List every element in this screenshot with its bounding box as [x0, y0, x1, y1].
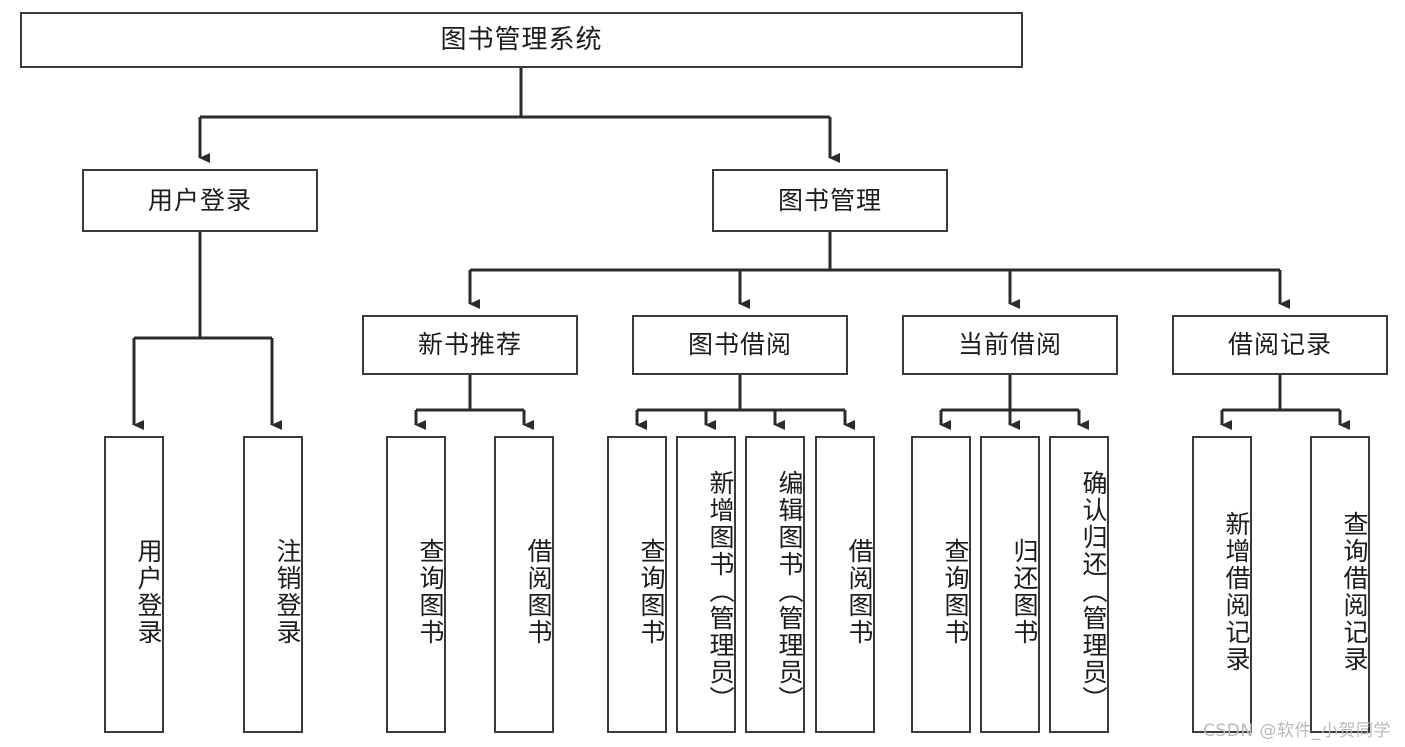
node-leaf-query-book-2[interactable]: 查询图书 [607, 436, 667, 733]
leaf-label: 编辑图书（管理员） [775, 470, 804, 713]
node-current-borrow[interactable]: 当前借阅 [902, 315, 1118, 375]
node-leaf-borrow-book-1[interactable]: 借阅图书 [494, 436, 554, 733]
node-leaf-query-record[interactable]: 查询借阅记录 [1310, 436, 1370, 733]
node-leaf-edit-book[interactable]: 编辑图书（管理员） [745, 436, 805, 733]
node-root-system[interactable]: 图书管理系统 [20, 12, 1023, 68]
node-leaf-user-login[interactable]: 用户登录 [104, 436, 164, 733]
node-new-book-recommend[interactable]: 新书推荐 [362, 315, 578, 375]
node-book-manage[interactable]: 图书管理 [712, 169, 948, 232]
leaf-label: 确认归还（管理员） [1079, 470, 1108, 713]
node-leaf-borrow-book-2[interactable]: 借阅图书 [815, 436, 875, 733]
leaf-label: 新增借阅记录 [1222, 510, 1251, 673]
node-book-borrow[interactable]: 图书借阅 [632, 315, 848, 375]
leaf-label: 借阅图书 [524, 537, 553, 646]
leaf-label: 归还图书 [1010, 537, 1039, 646]
node-leaf-add-book[interactable]: 新增图书（管理员） [676, 436, 736, 733]
leaf-label: 查询借阅记录 [1340, 510, 1369, 673]
node-borrow-record[interactable]: 借阅记录 [1172, 315, 1388, 375]
node-leaf-return-book[interactable]: 归还图书 [980, 436, 1040, 733]
leaf-label: 借阅图书 [845, 537, 874, 646]
node-leaf-query-book-3[interactable]: 查询图书 [911, 436, 971, 733]
leaf-label: 查询图书 [941, 537, 970, 646]
node-leaf-logout-login[interactable]: 注销登录 [243, 436, 303, 733]
node-user-login[interactable]: 用户登录 [82, 169, 318, 232]
leaf-label: 新增图书（管理员） [706, 470, 735, 713]
leaf-label: 用户登录 [134, 537, 163, 646]
node-leaf-add-record[interactable]: 新增借阅记录 [1192, 436, 1252, 733]
node-leaf-query-book-1[interactable]: 查询图书 [386, 436, 446, 733]
leaf-label: 注销登录 [273, 537, 302, 646]
leaf-label: 查询图书 [637, 537, 666, 646]
leaf-label: 查询图书 [416, 537, 445, 646]
node-leaf-confirm-return[interactable]: 确认归还（管理员） [1049, 436, 1109, 733]
csdn-watermark: CSDN @软件_小贺同学 [1203, 721, 1391, 741]
